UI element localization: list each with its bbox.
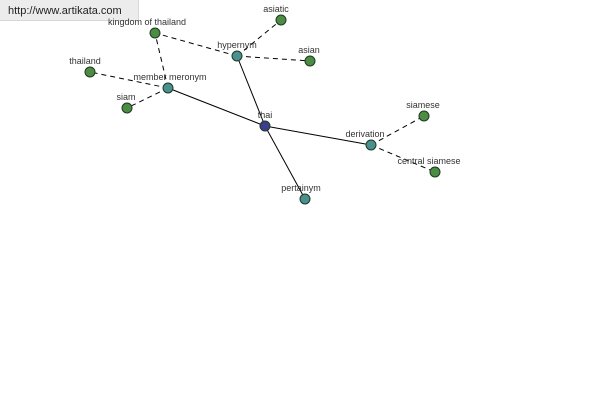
edge-thai-to-pertainym: [264, 125, 306, 200]
node-hypernym[interactable]: [231, 50, 243, 62]
edge-member-meronym-to-kingdom-of-thailand: [154, 32, 169, 89]
label-siam: siam: [116, 92, 135, 102]
edge-thai-to-derivation: [264, 125, 372, 146]
watermark-url: http://www.artikata.com: [8, 5, 122, 17]
edge-thai-to-member-meronym: [167, 87, 266, 127]
label-asiatic: asiatic: [263, 4, 289, 14]
edge-derivation-to-siamese: [370, 115, 425, 146]
node-kingdom-of-thailand[interactable]: [149, 27, 161, 39]
edge-hypernym-to-asiatic: [236, 19, 282, 57]
node-pertainym[interactable]: [299, 193, 311, 205]
label-asian: asian: [298, 45, 320, 55]
label-hypernym: hypernym: [217, 40, 257, 50]
label-pertainym: pertainym: [281, 183, 321, 193]
node-asian[interactable]: [304, 55, 316, 67]
label-derivation: derivation: [345, 129, 384, 139]
labels-layer: thai hypernym member meronym derivation pert…: [69, 4, 460, 193]
edge-hypernym-to-asian: [236, 55, 311, 62]
label-thai: thai: [258, 110, 273, 120]
node-thailand[interactable]: [84, 66, 96, 78]
edges-layer: [89, 19, 436, 200]
edge-derivation-to-central-siamese: [370, 144, 436, 173]
label-kingdom-of-thailand: kingdom of thailand: [108, 17, 186, 27]
edge-thai-to-hypernym: [236, 55, 266, 127]
edge-member-meronym-to-siam: [126, 87, 169, 109]
nodes-layer: [84, 14, 441, 205]
node-member-meronym[interactable]: [162, 82, 174, 94]
node-thai[interactable]: [259, 120, 271, 132]
node-asiatic[interactable]: [275, 14, 287, 26]
edge-member-meronym-to-thailand: [89, 71, 169, 89]
label-thailand: thailand: [69, 56, 101, 66]
label-siamese: siamese: [406, 100, 440, 110]
node-central-siamese[interactable]: [429, 166, 441, 178]
watermark-url-box: http://www.artikata.com: [0, 0, 139, 21]
label-central-siamese: central siamese: [397, 156, 460, 166]
node-siamese[interactable]: [418, 110, 430, 122]
label-member-meronym: member meronym: [133, 72, 206, 82]
node-siam[interactable]: [121, 102, 133, 114]
node-derivation[interactable]: [365, 139, 377, 151]
